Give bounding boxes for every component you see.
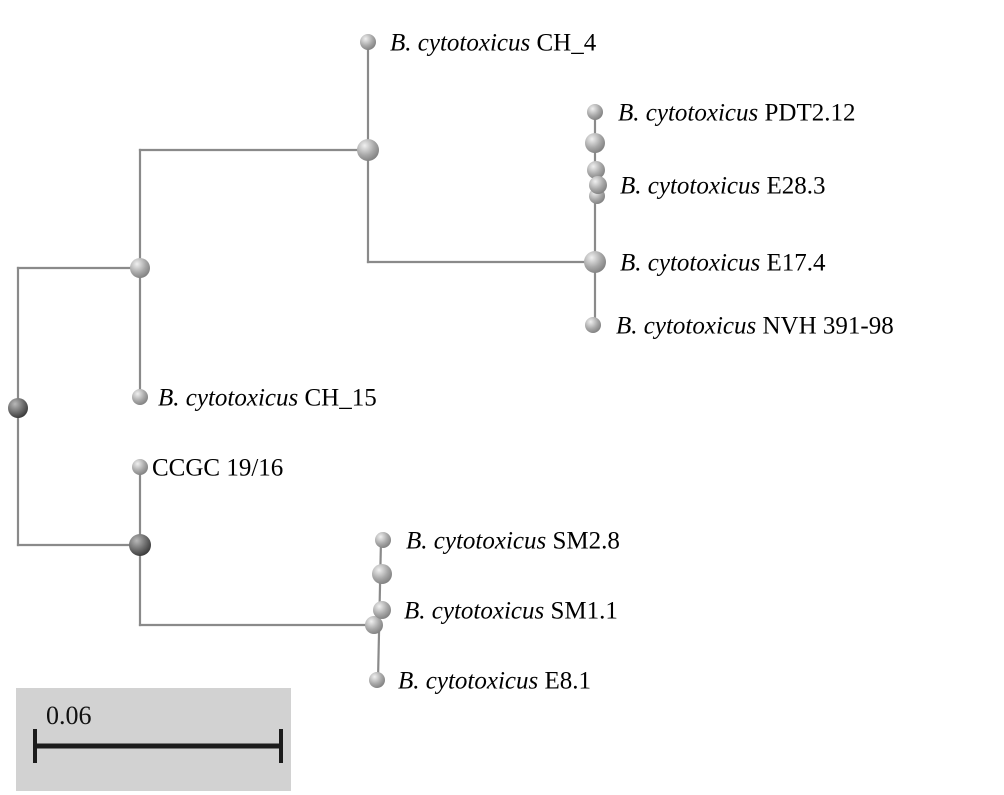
- taxon-genus: B. cytotoxicus: [398, 668, 544, 695]
- taxon-strain: CCGC 19/16: [152, 455, 283, 482]
- taxon-strain: NVH 391-98: [762, 313, 893, 340]
- taxon-strain: E8.1: [544, 668, 591, 695]
- taxon-strain: CH_15: [304, 385, 376, 412]
- taxon-genus: B. cytotoxicus: [620, 250, 766, 277]
- taxon-label: B. cytotoxicus SM2.8: [406, 528, 620, 555]
- internal-node: [585, 133, 605, 153]
- taxon-genus: B. cytotoxicus: [618, 100, 764, 127]
- taxon-strain: E28.3: [766, 173, 825, 200]
- taxon-genus: B. cytotoxicus: [620, 173, 766, 200]
- internal-node: [8, 398, 28, 418]
- taxon-label: B. cytotoxicus E28.3: [620, 173, 826, 200]
- scale-bar-box: [16, 688, 291, 791]
- leaf-node: [584, 251, 606, 273]
- taxon-label: CCGC 19/16: [152, 455, 283, 482]
- taxon-label: B. cytotoxicus CH_15: [158, 385, 377, 412]
- internal-node: [372, 564, 392, 584]
- leaf-node: [375, 532, 391, 548]
- taxon-strain: SM2.8: [552, 528, 619, 555]
- internal-node: [357, 139, 379, 161]
- taxon-genus: B. cytotoxicus: [158, 385, 304, 412]
- scale-bar-label: 0.06: [46, 701, 92, 730]
- taxon-genus: B. cytotoxicus: [406, 528, 552, 555]
- taxon-label: B. cytotoxicus NVH 391-98: [616, 313, 894, 340]
- internal-node: [130, 258, 150, 278]
- taxon-genus: B. cytotoxicus: [390, 30, 536, 57]
- leaf-node: [373, 601, 391, 619]
- taxon-strain: SM1.1: [550, 598, 617, 625]
- leaf-node: [360, 34, 376, 50]
- internal-node: [587, 161, 605, 179]
- taxon-label: B. cytotoxicus PDT2.12: [618, 100, 855, 127]
- taxon-genus: B. cytotoxicus: [404, 598, 550, 625]
- taxon-genus: B. cytotoxicus: [616, 313, 762, 340]
- leaf-node: [132, 459, 148, 475]
- taxon-label: B. cytotoxicus SM1.1: [404, 598, 618, 625]
- leaf-node: [587, 104, 603, 120]
- internal-node: [129, 534, 151, 556]
- internal-node: [365, 616, 383, 634]
- scale-bar: 0.06: [16, 688, 291, 791]
- taxon-strain: E17.4: [766, 250, 826, 277]
- leaf-node: [589, 176, 607, 194]
- taxon-label: B. cytotoxicus E8.1: [398, 668, 591, 695]
- leaf-node: [132, 389, 148, 405]
- taxon-strain: CH_4: [536, 30, 596, 57]
- leaf-node: [585, 317, 601, 333]
- taxon-label: B. cytotoxicus E17.4: [620, 250, 826, 277]
- taxon-label: B. cytotoxicus CH_4: [390, 30, 597, 57]
- leaf-node: [369, 672, 385, 688]
- taxon-strain: PDT2.12: [764, 100, 855, 127]
